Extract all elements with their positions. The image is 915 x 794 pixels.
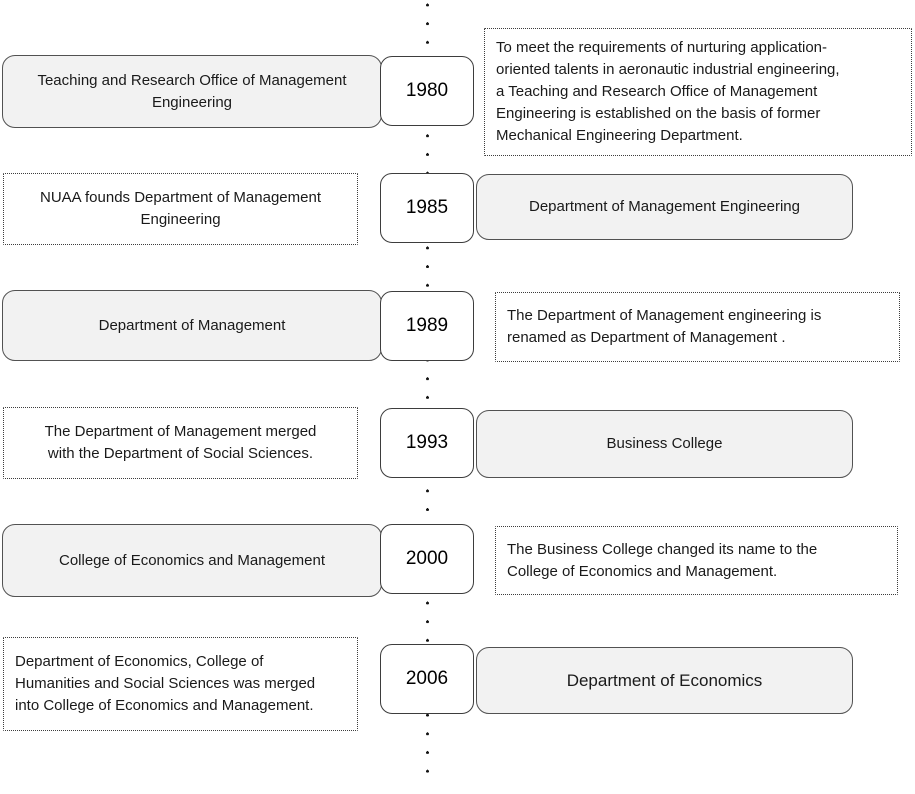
year-node-2006: 2006 xyxy=(380,644,474,714)
event-box-right-1989: The Department of Management engineering… xyxy=(495,292,900,362)
timeline-dotted-axis xyxy=(426,0,429,788)
year-node-1993: 1993 xyxy=(380,408,474,478)
year-node-2000: 2000 xyxy=(380,524,474,594)
event-box-left-2000: College of Economics and Management xyxy=(2,524,382,597)
event-box-right-1985: Department of Management Engineering xyxy=(476,174,853,240)
event-box-right-2006: Department of Economics xyxy=(476,647,853,714)
year-node-1980: 1980 xyxy=(380,56,474,126)
event-box-left-1989: Department of Management xyxy=(2,290,382,361)
event-box-left-1993: The Department of Management merged with… xyxy=(3,407,358,479)
event-box-left-2006: Department of Economics, College of Huma… xyxy=(3,637,358,731)
event-box-left-1985: NUAA founds Department of Management Eng… xyxy=(3,173,358,245)
event-box-right-1993: Business College xyxy=(476,410,853,478)
event-box-left-1980: Teaching and Research Office of Manageme… xyxy=(2,55,382,128)
event-box-right-2000: The Business College changed its name to… xyxy=(495,526,898,595)
year-node-1985: 1985 xyxy=(380,173,474,243)
year-node-1989: 1989 xyxy=(380,291,474,361)
event-box-right-1980: To meet the requirements of nurturing ap… xyxy=(484,28,912,156)
